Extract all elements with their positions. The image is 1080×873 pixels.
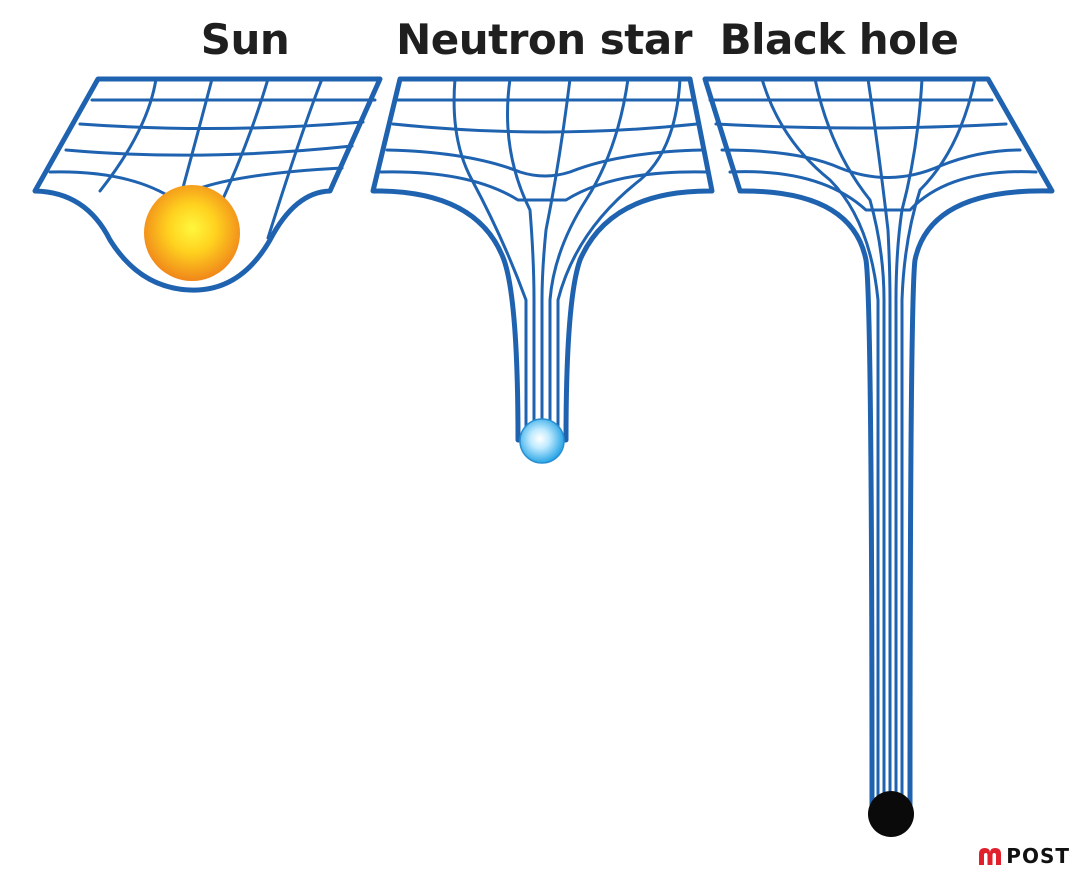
sun-body [144,185,240,281]
watermark: POST [977,843,1070,869]
black-hole-label: Black hole [719,15,959,64]
black-hole-spacetime-grid [702,76,1055,813]
black-hole-body [868,791,914,837]
mpost-logo-icon [979,848,1002,865]
watermark-text: POST [1006,844,1070,868]
sun-label: Sun [200,15,290,64]
neutron-star-spacetime-grid [370,76,715,443]
neutron-star-body [519,418,565,464]
neutron-star-label: Neutron star [396,15,692,64]
